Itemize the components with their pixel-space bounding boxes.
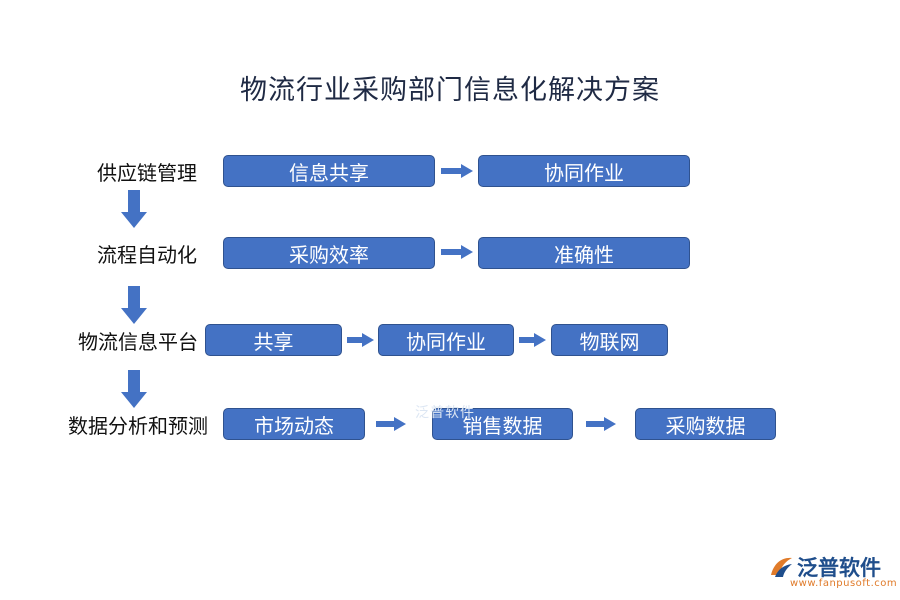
- down-arrow-icon: [121, 286, 147, 324]
- right-arrow-icon: [376, 417, 406, 431]
- right-arrow-icon: [441, 164, 473, 178]
- logo-name: 泛普软件: [797, 556, 881, 580]
- row-label-logistics-platform: 物流信息平台: [78, 330, 198, 354]
- box-procurement-data: 采购数据: [635, 408, 776, 440]
- down-arrow-icon: [121, 370, 147, 408]
- right-arrow-icon: [519, 333, 546, 347]
- row-label-supply-chain: 供应链管理: [97, 161, 197, 185]
- right-arrow-icon: [441, 245, 473, 259]
- box-sharing: 共享: [205, 324, 342, 356]
- box-accuracy: 准确性: [478, 237, 690, 269]
- box-sales-data: 销售数据: [432, 408, 573, 440]
- row-label-process-automation: 流程自动化: [97, 243, 197, 267]
- box-iot: 物联网: [551, 324, 668, 356]
- right-arrow-icon: [347, 333, 374, 347]
- brand-logo: 泛普软件: [768, 552, 881, 582]
- box-info-sharing: 信息共享: [223, 155, 435, 187]
- fanpu-logo-icon: [771, 557, 792, 577]
- box-collaboration-2: 协同作业: [378, 324, 514, 356]
- box-collaboration: 协同作业: [478, 155, 690, 187]
- box-procurement-efficiency: 采购效率: [223, 237, 435, 269]
- down-arrow-icon: [121, 190, 147, 228]
- row-label-data-analysis: 数据分析和预测: [68, 414, 208, 438]
- box-market-dynamics: 市场动态: [223, 408, 365, 440]
- right-arrow-icon: [586, 417, 616, 431]
- page-title: 物流行业采购部门信息化解决方案: [240, 75, 660, 106]
- logo-url: www.fanpusoft.com: [790, 578, 898, 589]
- watermark: 泛普软件: [415, 405, 475, 421]
